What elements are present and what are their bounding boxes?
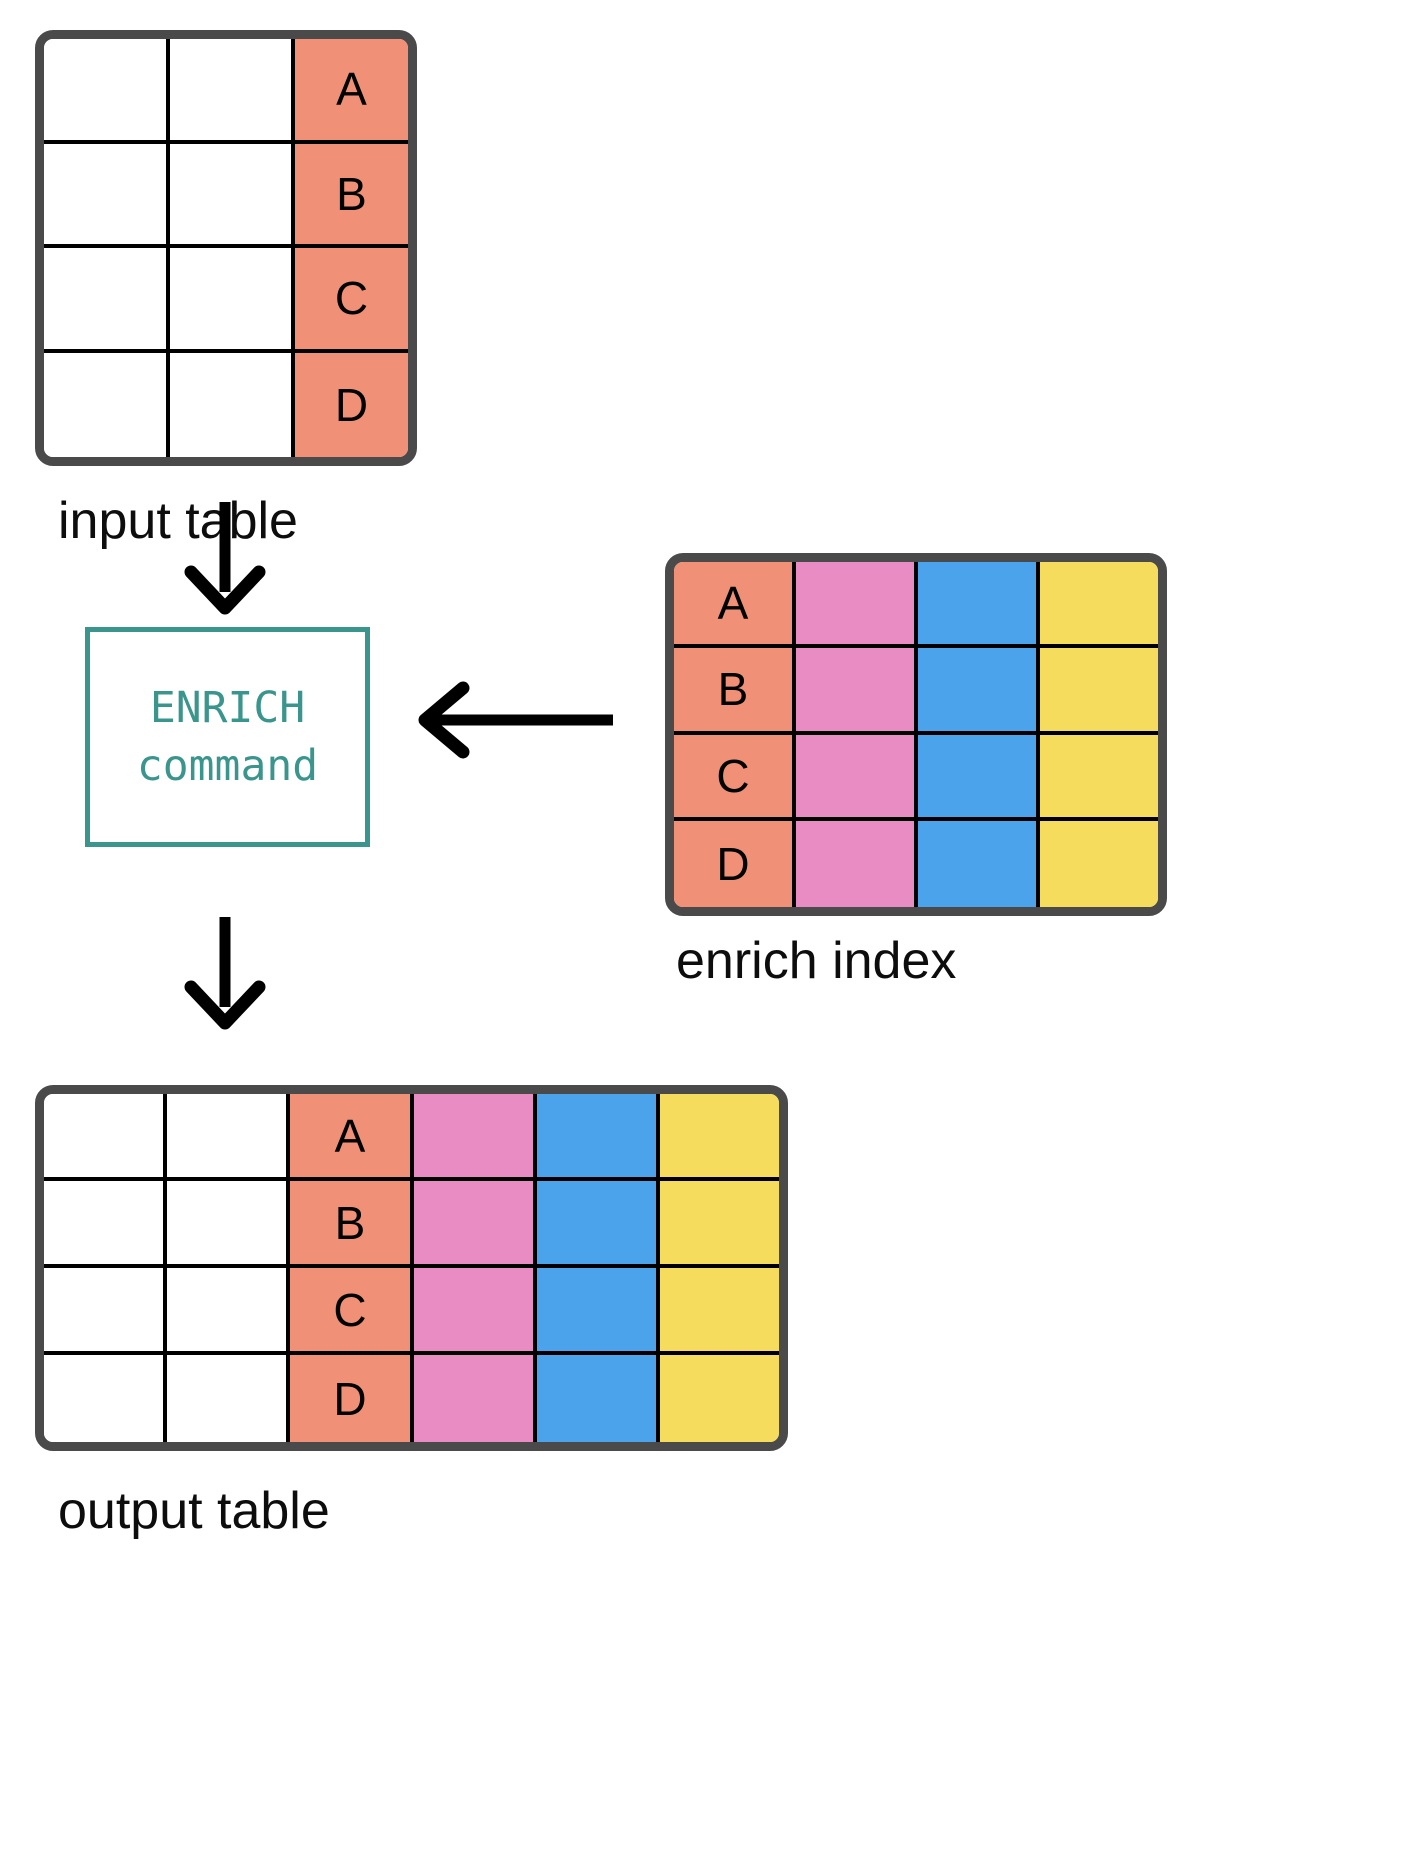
table-cell [1040,648,1158,735]
table-cell [44,1094,168,1181]
input-table: A B C D [35,30,417,466]
table-cell-key: C [290,1268,414,1355]
table-cell [918,562,1040,649]
table-cell [169,352,295,457]
table-cell [536,1094,660,1181]
enrich-command-box: ENRICH command [85,627,370,847]
table-row: B [44,1181,779,1268]
table-cell [167,1268,291,1355]
enrich-command-line-2: command [136,741,319,791]
arrow-down-icon [165,500,285,620]
table-cell [167,1355,291,1442]
table-cell [44,248,170,353]
table-cell [413,1094,537,1181]
table-cell-key: D [674,820,796,907]
table-cell-key: B [290,1181,414,1268]
table-cell [44,39,170,144]
table-cell [413,1355,537,1442]
table-cell [44,143,170,248]
arrow-left-icon [415,680,615,760]
table-row: C [674,734,1158,821]
table-cell-key: C [295,248,408,353]
input-table-caption: input table [58,492,298,550]
table-row: A [674,562,1158,649]
table-row: D [44,1355,779,1442]
table-cell [796,562,918,649]
table-row: B [44,143,408,248]
table-cell [1040,734,1158,821]
table-cell [167,1181,291,1268]
table-cell [796,820,918,907]
table-cell [796,734,918,821]
output-table-caption: output table [58,1482,330,1540]
table-cell-key: C [674,734,796,821]
table-row: B [674,648,1158,735]
table-cell [536,1268,660,1355]
table-row: A [44,39,408,144]
table-row: C [44,248,408,353]
table-cell [44,1268,168,1355]
table-cell [169,248,295,353]
table-cell [918,648,1040,735]
table-row: A [44,1094,779,1181]
arrow-down-icon [165,915,285,1035]
table-cell-key: A [290,1094,414,1181]
table-cell [1040,562,1158,649]
table-cell [536,1181,660,1268]
table-cell-key: D [295,352,408,457]
table-cell-key: A [295,39,408,144]
table-cell [1040,820,1158,907]
table-cell-key: D [290,1355,414,1442]
table-cell [659,1355,779,1442]
table-cell-key: A [674,562,796,649]
table-cell-key: B [674,648,796,735]
table-cell [44,1181,168,1268]
table-cell [413,1268,537,1355]
table-cell [918,820,1040,907]
table-cell [796,648,918,735]
table-cell [659,1181,779,1268]
table-cell [167,1094,291,1181]
table-cell [44,352,170,457]
table-cell [918,734,1040,821]
table-cell-key: B [295,143,408,248]
table-cell [413,1181,537,1268]
table-row: D [674,820,1158,907]
table-row: C [44,1268,779,1355]
enrich-index-table: A B C D [665,553,1167,916]
table-cell [44,1355,168,1442]
table-cell [659,1094,779,1181]
table-row: D [44,352,408,457]
table-cell [659,1268,779,1355]
output-table: A B C D [35,1085,788,1451]
table-cell [169,39,295,144]
enrich-command-line-1: ENRICH [149,682,306,733]
table-cell [169,143,295,248]
enrich-index-caption: enrich index [676,932,957,990]
table-cell [536,1355,660,1442]
